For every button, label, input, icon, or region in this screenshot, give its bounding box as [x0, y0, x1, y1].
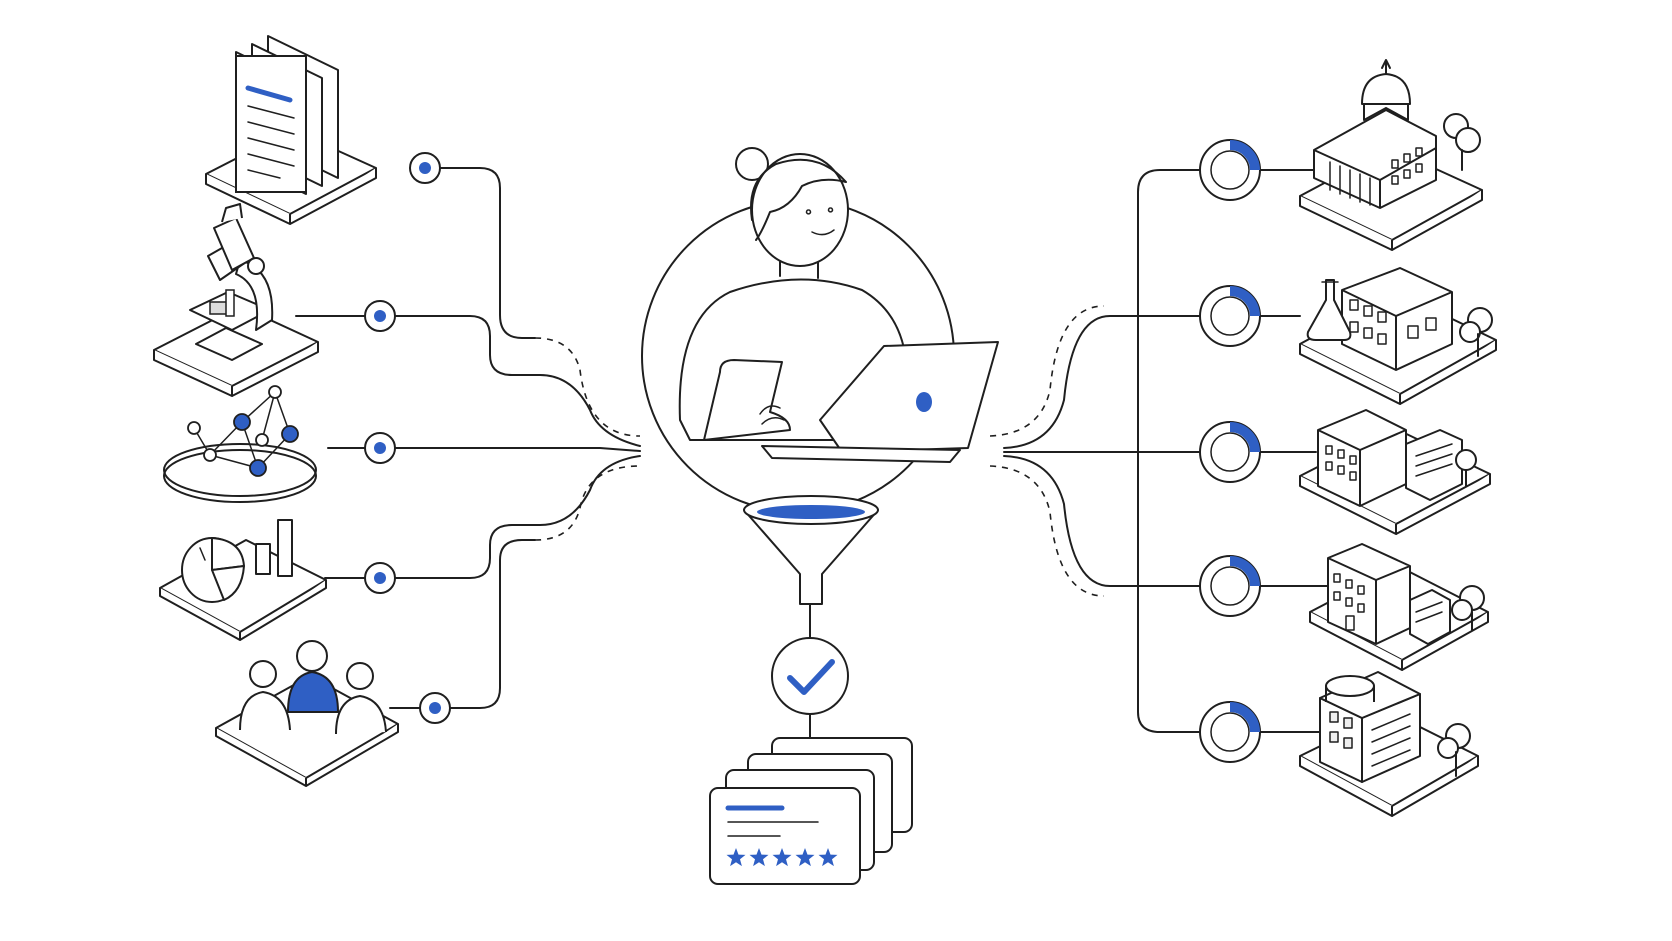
analytics-charts-icon	[159, 519, 327, 641]
capitol-building-icon	[1299, 59, 1483, 251]
office-building-icon	[1299, 671, 1479, 817]
funnel-icon	[743, 495, 879, 639]
graph-node	[203, 448, 217, 462]
progress-arc	[1229, 286, 1260, 317]
progress-arc	[1229, 422, 1260, 453]
progress-ring	[1199, 139, 1261, 201]
checkmark-icon	[771, 637, 849, 739]
graph-node	[268, 385, 282, 399]
left-connectors	[295, 167, 641, 709]
progress-ring	[1199, 555, 1261, 617]
progress-ring	[1199, 701, 1261, 763]
progress-arc	[1229, 556, 1260, 587]
graph-node	[255, 433, 269, 447]
documents-icon	[205, 35, 377, 225]
source-node-dot	[364, 300, 396, 332]
progress-ring	[1199, 285, 1261, 347]
source-node-dot	[409, 152, 441, 184]
office-building-icon	[1309, 543, 1489, 671]
graph-node	[281, 425, 299, 443]
progress-arc	[1229, 702, 1260, 733]
source-node-dot	[364, 432, 396, 464]
rated-cards-icon	[709, 737, 913, 885]
graph-node	[249, 459, 267, 477]
star-icon	[726, 848, 746, 867]
destination-progress-rings	[1199, 139, 1261, 763]
graph-node	[187, 421, 201, 435]
people-group-icon	[215, 640, 399, 787]
progress-arc	[1229, 140, 1260, 171]
laboratory-building-icon	[1299, 267, 1497, 405]
graph-node	[233, 413, 251, 431]
star-icon	[772, 848, 792, 867]
source-node-dot	[364, 562, 396, 594]
right-connectors	[989, 169, 1331, 733]
star-icon	[749, 848, 769, 867]
star-icon	[795, 848, 815, 867]
star-icon	[818, 848, 838, 867]
person-with-laptop-icon	[641, 147, 999, 513]
progress-ring	[1199, 421, 1261, 483]
left-node-dots	[364, 152, 451, 724]
microscope-icon	[153, 203, 319, 397]
network-graph-icon	[163, 385, 317, 503]
office-building-icon	[1299, 409, 1491, 535]
source-node-dot	[419, 692, 451, 724]
